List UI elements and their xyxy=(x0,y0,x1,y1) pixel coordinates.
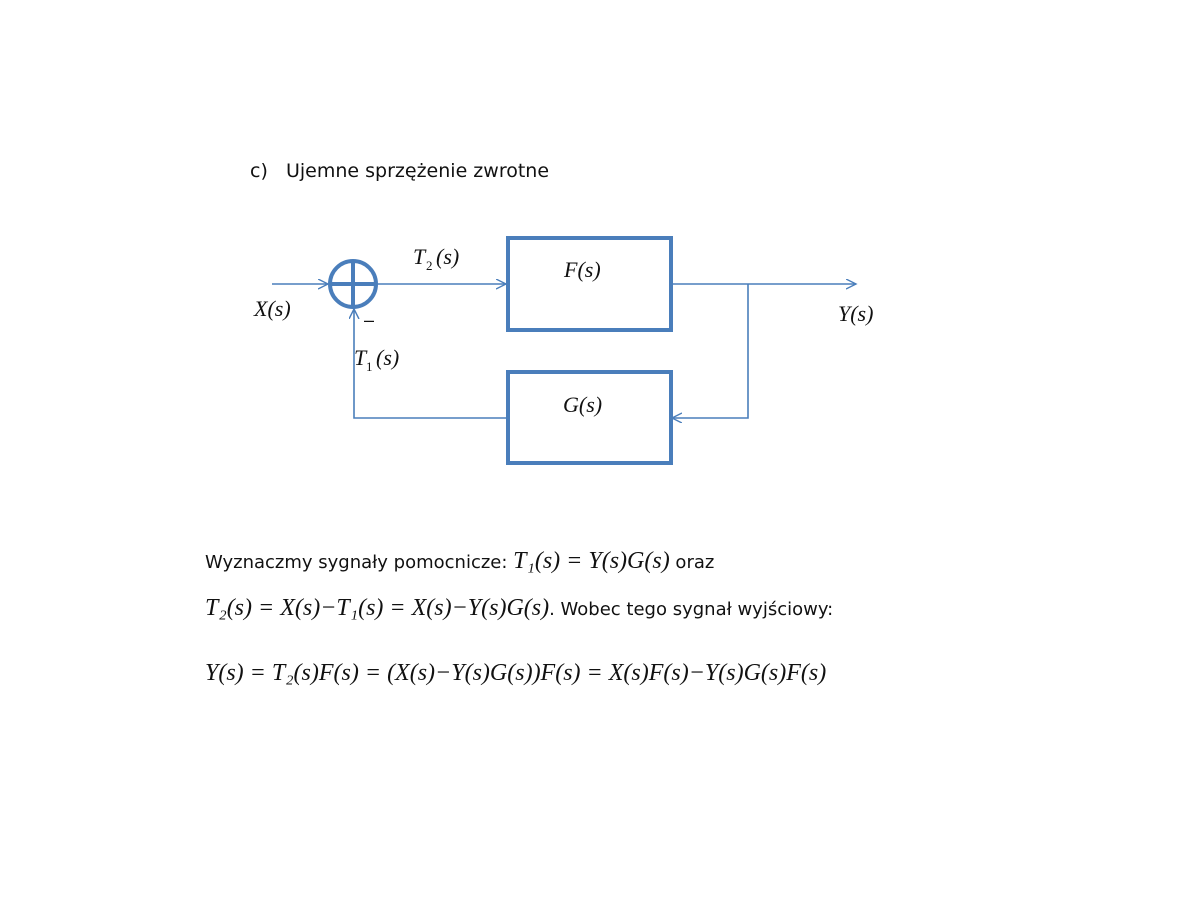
forward-block-f xyxy=(506,236,673,332)
feedback-branch-line xyxy=(672,284,749,418)
svg-text:1: 1 xyxy=(366,359,373,374)
line1-equation: T₁(s) = Y(s)G(s) xyxy=(513,548,670,574)
line1-prefix: Wyznaczmy sygnały pomocnicze: xyxy=(205,552,514,573)
svg-text:(s): (s) xyxy=(436,244,459,269)
section-marker: c) xyxy=(250,160,268,182)
line2-suffix: . Wobec tego sygnał wyjściowy: xyxy=(549,599,834,620)
svg-text:T: T xyxy=(413,244,427,269)
section-heading: c) Ujemne sprzężenie zwrotne xyxy=(250,160,549,182)
line2-equation: T₂(s) = X(s)−T₁(s) = X(s)−Y(s)G(s) xyxy=(205,595,550,621)
summing-junction-icon xyxy=(328,259,378,309)
feedback-block-label: G(s) xyxy=(563,392,602,417)
auxiliary-signals-line: Wyznaczmy sygnały pomocnicze: T₁(s) = Y(… xyxy=(205,548,714,575)
feedback-return-line xyxy=(354,309,508,419)
forward-block-label: F(s) xyxy=(563,257,601,282)
svg-text:2: 2 xyxy=(426,258,433,273)
minus-sign: – xyxy=(364,310,374,330)
feedback-block-g xyxy=(506,370,673,465)
t2-equation-line: T₂(s) = X(s)−T₁(s) = X(s)−Y(s)G(s). Wobe… xyxy=(205,595,833,622)
svg-text:T: T xyxy=(354,345,368,370)
section-title: Ujemne sprzężenie zwrotne xyxy=(286,160,550,182)
line1-suffix: oraz xyxy=(669,552,715,573)
svg-text:(s): (s) xyxy=(376,345,399,370)
input-label: X(s) xyxy=(253,296,291,321)
output-label: Y(s) xyxy=(838,301,873,326)
output-equation-line: Y(s) = T₂(s)F(s) = (X(s)−Y(s)G(s))F(s) =… xyxy=(205,660,826,687)
line3-equation: Y(s) = T₂(s)F(s) = (X(s)−Y(s)G(s))F(s) =… xyxy=(205,660,827,686)
signal-t2-label: T 2 (s) xyxy=(413,244,459,273)
signal-t1-label: T 1 (s) xyxy=(354,345,399,374)
